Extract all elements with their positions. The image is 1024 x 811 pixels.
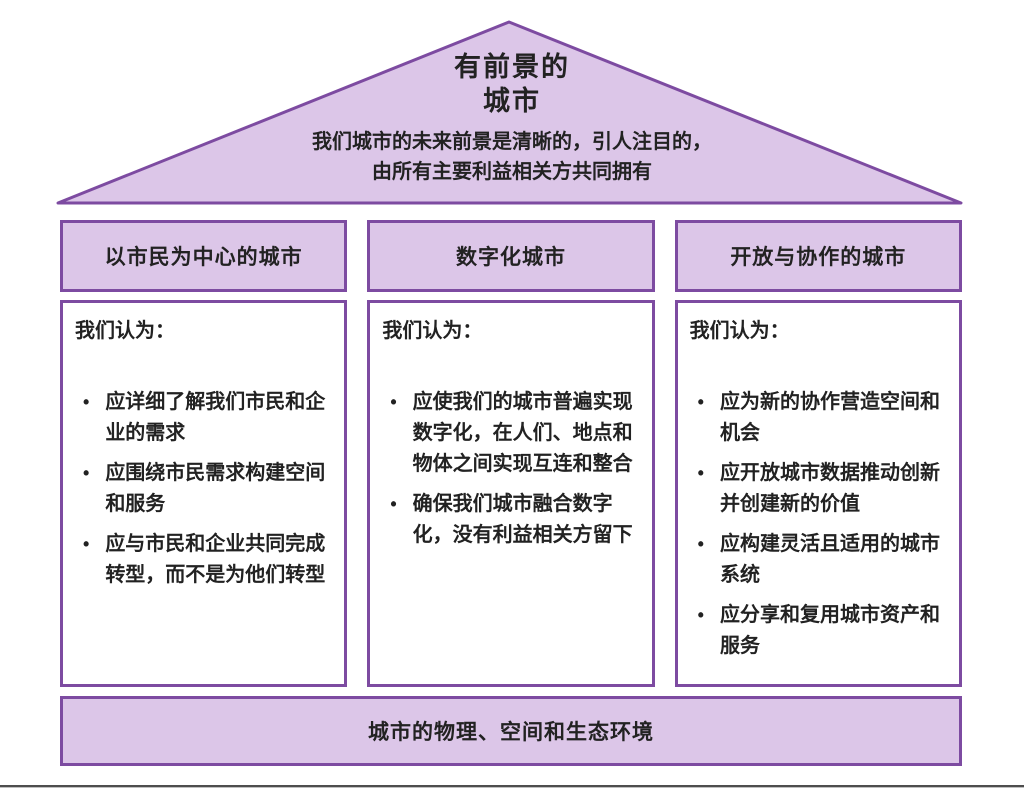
bullet-list: • 应使我们的城市普遍实现数字化，在人们、地点和物体之间实现互连和整合 • 确保… — [382, 387, 639, 551]
bullet-item: • 确保我们城市融合数字化，没有利益相关方留下 — [382, 489, 639, 551]
bullet-item: • 应使我们的城市普遍实现数字化，在人们、地点和物体之间实现互连和整合 — [382, 387, 639, 480]
pillar-citizen-centric-city: 以市民为中心的城市 我们认为： • 应详细了解我们市民和企业的需求 • 应围绕市… — [60, 220, 348, 687]
pillar-body: 我们认为： • 应详细了解我们市民和企业的需求 • 应围绕市民需求构建空间和服务 — [60, 300, 348, 687]
bullet-text: 应围绕市民需求构建空间和服务 — [105, 462, 326, 515]
bullet-list: • 应为新的协作营造空间和机会 • 应开放城市数据推动创新并创建新的价值 • 应… — [690, 387, 947, 662]
bullet-item: • 应详细了解我们市民和企业的需求 — [75, 387, 332, 449]
bullet-dot: • — [697, 392, 704, 412]
bullet-item: • 应为新的协作营造空间和机会 — [690, 387, 947, 449]
bottom-divider — [0, 785, 1024, 788]
bullet-dot: • — [83, 534, 90, 554]
pillar-body: 我们认为： • 应使我们的城市普遍实现数字化，在人们、地点和物体之间实现互连和整… — [367, 300, 655, 687]
bullet-text: 应详细了解我们市民和企业的需求 — [105, 391, 326, 444]
pillars-row: 以市民为中心的城市 我们认为： • 应详细了解我们市民和企业的需求 • 应围绕市… — [60, 220, 962, 687]
bullet-text: 应使我们的城市普遍实现数字化，在人们、地点和物体之间实现互连和整合 — [412, 391, 633, 475]
bullet-item: • 应开放城市数据推动创新并创建新的价值 — [690, 458, 947, 520]
pillar-open-collaborative-city: 开放与协作的城市 我们认为： • 应为新的协作营造空间和机会 • 应开放城市数据… — [674, 220, 962, 687]
intro-label: 我们认为： — [382, 320, 483, 342]
bullet-dot: • — [697, 605, 704, 625]
bullet-item: • 应分享和复用城市资产和服务 — [690, 600, 947, 662]
pillar-header: 数字化城市 — [367, 220, 655, 292]
intro-label: 我们认为： — [689, 320, 790, 342]
bullet-dot: • — [390, 494, 397, 514]
bullet-dot: • — [390, 392, 397, 412]
bullet-text: 应构建灵活且适用的城市系统 — [719, 533, 940, 586]
bullet-item: • 应围绕市民需求构建空间和服务 — [75, 458, 332, 520]
pillar-digital-city: 数字化城市 我们认为： • 应使我们的城市普遍实现数字化，在人们、地点和物体之间… — [367, 220, 655, 687]
bullet-text: 应开放城市数据推动创新并创建新的价值 — [719, 462, 940, 515]
bullet-dot: • — [697, 534, 704, 554]
bullet-text: 应分享和复用城市资产和服务 — [719, 604, 940, 657]
pillar-header: 开放与协作的城市 — [674, 220, 962, 292]
bullet-text: 应与市民和企业共同完成转型，而不是为他们转型 — [105, 533, 326, 586]
pillar-body: 我们认为： • 应为新的协作营造空间和机会 • 应开放城市数据推动创新并创建新的… — [674, 300, 962, 687]
pillar-header: 以市民为中心的城市 — [60, 220, 348, 292]
bullet-text: 应为新的协作营造空间和机会 — [719, 391, 940, 444]
intro-label: 我们认为： — [75, 320, 175, 342]
bullet-dot: • — [83, 392, 90, 412]
roof-shape — [56, 20, 963, 205]
bullet-dot: • — [697, 463, 704, 483]
bullet-text: 确保我们城市融合数字化，没有利益相关方留下 — [412, 493, 633, 546]
roof-triangle — [56, 20, 963, 205]
bullet-item: • 应构建灵活且适用的城市系统 — [690, 529, 947, 591]
foundation-bar: 城市的物理、空间和生态环境 — [60, 696, 962, 766]
bullet-item: • 应与市民和企业共同完成转型，而不是为他们转型 — [75, 529, 332, 591]
bullet-dot: • — [83, 463, 90, 483]
foundation-label: 城市的物理、空间和生态环境 — [368, 721, 654, 744]
bullet-list: • 应详细了解我们市民和企业的需求 • 应围绕市民需求构建空间和服务 • 应与市… — [75, 387, 332, 591]
